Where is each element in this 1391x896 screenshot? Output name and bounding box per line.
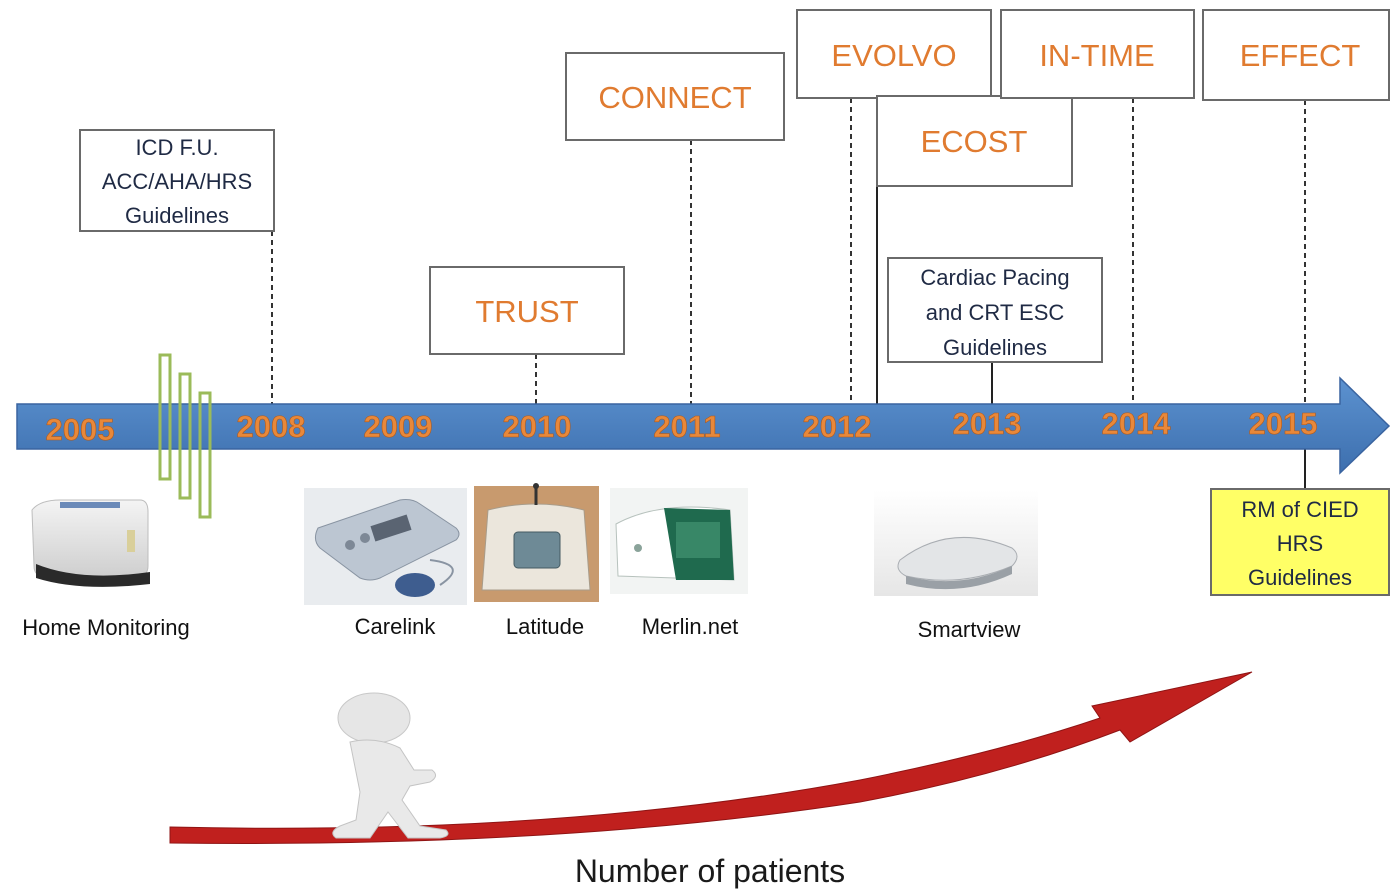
in-time-label: IN-TIME (1039, 38, 1154, 73)
home-monitoring-device-icon (31, 499, 150, 587)
icd-guidelines-line-2: ACC/AHA/HRS (102, 169, 252, 194)
timeline-arrow (16, 376, 1391, 475)
ecost-label: ECOST (921, 124, 1028, 159)
merlin-device-icon (610, 488, 748, 594)
ecost-box: ECOST (876, 95, 1073, 187)
time-break-icon (158, 353, 212, 519)
carelink-label: Carelink (355, 614, 437, 639)
year-2013: 2013 (953, 406, 1022, 441)
icd-guidelines-line-3: Guidelines (125, 203, 229, 228)
year-2005: 2005 (46, 412, 115, 447)
year-2014: 2014 (1102, 406, 1172, 441)
cardiac-pacing-line-2: and CRT ESC (926, 300, 1065, 325)
rm-cied-guidelines-box: RM of CIED HRS Guidelines (1210, 488, 1390, 596)
year-2012: 2012 (803, 409, 872, 444)
year-2009: 2009 (364, 409, 433, 444)
effect-label: EFFECT (1240, 38, 1361, 73)
carelink-device-icon (304, 488, 467, 605)
cardiac-pacing-guidelines-box: Cardiac Pacing and CRT ESC Guidelines (887, 257, 1103, 363)
trust-label: TRUST (475, 294, 578, 329)
merlin-label: Merlin.net (642, 614, 739, 639)
smartview-label: Smartview (918, 617, 1021, 642)
growth-arrow (169, 671, 1253, 844)
year-2008: 2008 (237, 409, 306, 444)
rm-cied-line-1: RM of CIED (1241, 497, 1358, 522)
trust-box: TRUST (429, 266, 625, 355)
latitude-label: Latitude (506, 614, 584, 639)
effect-box: EFFECT (1202, 9, 1390, 101)
rm-cied-line-2: HRS (1277, 531, 1323, 556)
latitude-device-icon (474, 483, 599, 602)
evolvo-box: EVOLVO (796, 9, 992, 99)
growth-label: Number of patients (575, 853, 845, 889)
connect-label: CONNECT (598, 80, 751, 115)
in-time-box: IN-TIME (1000, 9, 1195, 99)
year-2010: 2010 (503, 409, 572, 444)
walking-figure-icon (332, 692, 449, 839)
icd-guidelines-box: ICD F.U. ACC/AHA/HRS Guidelines (79, 129, 275, 232)
smartview-device-icon (874, 490, 1038, 596)
connect-box: CONNECT (565, 52, 785, 141)
evolvo-label: EVOLVO (831, 38, 956, 73)
home-monitoring-label: Home Monitoring (22, 615, 190, 640)
year-2011: 2011 (653, 409, 720, 444)
cardiac-pacing-line-3: Guidelines (943, 335, 1047, 360)
cardiac-pacing-line-1: Cardiac Pacing (920, 265, 1069, 290)
rm-cied-line-3: Guidelines (1248, 565, 1352, 590)
icd-guidelines-line-1: ICD F.U. (135, 135, 218, 160)
year-2015: 2015 (1249, 406, 1318, 441)
